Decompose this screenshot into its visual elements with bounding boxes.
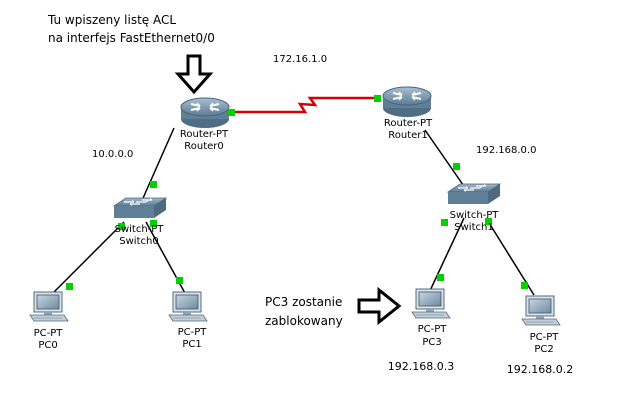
port-dot xyxy=(521,282,528,289)
acl-note-line1: Tu wpiszeny listę ACL xyxy=(47,13,176,27)
pc1-name-label: PC1 xyxy=(182,339,201,350)
switch1-name-label: Switch1 xyxy=(454,222,493,233)
pc3[interactable] xyxy=(411,288,451,319)
port-dot xyxy=(485,218,492,225)
link-router1-switch1 xyxy=(424,129,469,193)
port-dot xyxy=(228,109,235,116)
blocked-note-line1: PC3 zostanie xyxy=(265,295,342,309)
router0[interactable] xyxy=(180,97,230,129)
router0-model-label: Router-PT xyxy=(180,129,229,140)
link-serial-router0-router1 xyxy=(232,96,378,114)
pc3-name-label: PC3 xyxy=(422,337,441,348)
link-router0-switch0 xyxy=(139,127,175,206)
port-dot xyxy=(441,219,448,226)
pc0-model-label: PC-PT xyxy=(34,328,64,339)
switch0[interactable] xyxy=(113,197,167,219)
acl-arrow-icon xyxy=(176,54,212,94)
pc3-model-label: PC-PT xyxy=(418,324,448,335)
port-dot xyxy=(374,95,381,102)
blocked-note-line2: zablokowany xyxy=(265,314,343,328)
link-switch1-pc3 xyxy=(427,217,465,296)
router1[interactable] xyxy=(382,86,432,118)
pc1-model-label: PC-PT xyxy=(178,327,208,338)
pc0-name-label: PC0 xyxy=(38,340,57,351)
network-label-left-lan: 10.0.0.0 xyxy=(92,149,133,160)
port-dot xyxy=(176,277,183,284)
switch0-name-label: Switch0 xyxy=(119,236,158,247)
router0-name-label: Router0 xyxy=(184,141,224,152)
switch1-model-label: Switch-PT xyxy=(450,210,500,221)
port-dot xyxy=(118,223,125,230)
pc2-ip-label: 192.168.0.2 xyxy=(507,363,573,376)
port-dot xyxy=(453,163,460,170)
links xyxy=(47,96,535,299)
network-label-right-lan: 192.168.0.0 xyxy=(476,145,536,156)
port-dot xyxy=(437,274,444,281)
pc1[interactable] xyxy=(168,291,208,322)
switch0-model-label: Switch-PT xyxy=(115,224,165,235)
port-indicators xyxy=(66,95,528,290)
pc3-ip-label: 192.168.0.3 xyxy=(388,360,454,373)
pc2-name-label: PC2 xyxy=(534,344,553,355)
pc2-model-label: PC-PT xyxy=(530,332,560,343)
port-dot xyxy=(150,220,157,227)
router1-model-label: Router-PT xyxy=(384,118,433,129)
port-dot xyxy=(150,181,157,188)
link-switch0-pc0 xyxy=(47,221,125,299)
pc0[interactable] xyxy=(29,291,69,322)
router1-name-label: Router1 xyxy=(388,130,428,141)
port-dot xyxy=(66,283,73,290)
blocked-arrow-icon xyxy=(357,288,401,324)
pc2[interactable] xyxy=(521,295,561,326)
network-label-wan: 172.16.1.0 xyxy=(273,54,327,65)
acl-note-line2: na interfejs FastEthernet0/0 xyxy=(48,31,215,45)
switch1[interactable] xyxy=(447,183,501,205)
